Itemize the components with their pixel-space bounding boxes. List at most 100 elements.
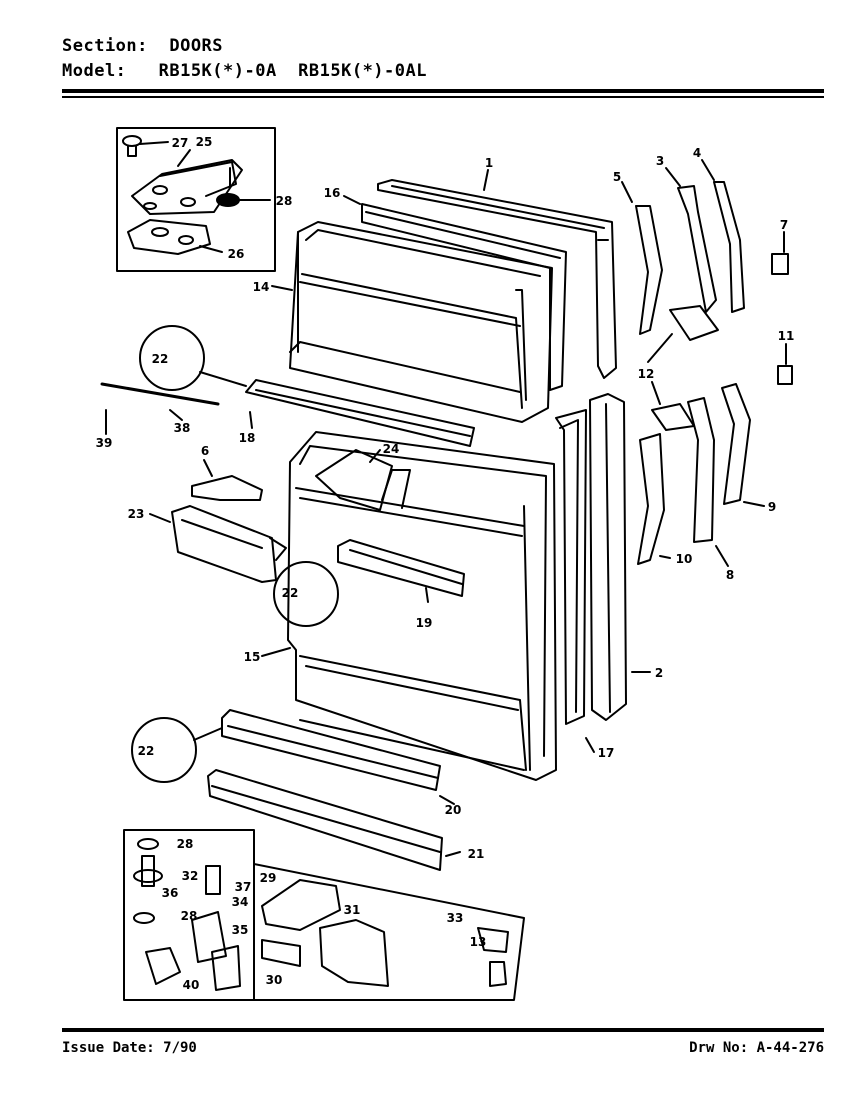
callout-28-b: 28 bbox=[177, 837, 194, 851]
hinge-screw bbox=[122, 135, 142, 157]
callout-13: 13 bbox=[470, 935, 487, 949]
callout-22-b: 22 bbox=[282, 586, 299, 600]
callout-18: 18 bbox=[239, 431, 256, 445]
door-bottom-trim-21 bbox=[207, 769, 443, 871]
zoom-circle-22-c bbox=[131, 717, 197, 783]
shim-30 bbox=[261, 939, 301, 967]
callout-40: 40 bbox=[183, 978, 200, 992]
callout-7: 7 bbox=[780, 218, 788, 232]
callout-39: 39 bbox=[96, 436, 113, 450]
freezer-door-gasket bbox=[361, 203, 567, 391]
inset-hinge-bottom-box bbox=[123, 829, 525, 1001]
hinge-bracket-5 bbox=[635, 205, 663, 335]
trim-rod-39 bbox=[100, 382, 220, 406]
callout-10: 10 bbox=[676, 552, 693, 566]
callout-28-c: 28 bbox=[181, 909, 198, 923]
callout-8: 8 bbox=[726, 568, 734, 582]
callout-20: 20 bbox=[445, 803, 462, 817]
issue-date: Issue Date: 7/90 bbox=[62, 1040, 197, 1056]
hinge-bracket-9 bbox=[721, 383, 751, 505]
hinge-bracket-34 bbox=[191, 911, 227, 963]
callout-12-a: 12 bbox=[638, 367, 655, 381]
hinge-cover-7 bbox=[771, 253, 789, 275]
section-title: Section: DOORS bbox=[62, 36, 224, 56]
hinge-pin-37 bbox=[205, 865, 221, 895]
callout-5: 5 bbox=[613, 170, 621, 184]
pin-32 bbox=[133, 855, 163, 887]
callout-32: 32 bbox=[182, 869, 199, 883]
callout-35: 35 bbox=[232, 923, 249, 937]
hinge-bracket-10 bbox=[637, 433, 665, 565]
hinge-plate-12-bottom bbox=[651, 403, 695, 431]
callout-36: 36 bbox=[162, 886, 179, 900]
footer-rule bbox=[62, 1028, 824, 1032]
model-title: Model: RB15K(*)-0A RB15K(*)-0AL bbox=[62, 61, 427, 81]
hinge-cover-11 bbox=[777, 365, 793, 385]
callout-6: 6 bbox=[201, 444, 209, 458]
header-rule-thin bbox=[62, 96, 824, 98]
door-stop-24 bbox=[315, 449, 393, 511]
callout-2: 2 bbox=[655, 666, 663, 680]
handle-cap-6 bbox=[191, 475, 263, 501]
hinge-plate-29 bbox=[261, 879, 341, 931]
hinge-plate-12-top bbox=[669, 305, 719, 341]
callout-21: 21 bbox=[468, 847, 485, 861]
callout-17: 17 bbox=[598, 746, 615, 760]
callout-24: 24 bbox=[383, 442, 400, 456]
callout-28-d: 28 bbox=[181, 909, 198, 923]
hinge-bracket-4 bbox=[713, 181, 745, 313]
fresh-food-outer-door bbox=[589, 393, 627, 721]
callout-23: 23 bbox=[128, 507, 145, 521]
fresh-food-door-liner bbox=[287, 431, 557, 781]
callout-34: 34 bbox=[232, 895, 249, 909]
callout-16: 16 bbox=[324, 186, 341, 200]
zoom-circle-22-b bbox=[273, 561, 339, 627]
washer-28-a bbox=[137, 838, 159, 850]
top-hinge-plate bbox=[131, 159, 243, 215]
handle-23 bbox=[171, 505, 277, 583]
callout-labels: 1 2 3 4 5 6 7 8 9 10 11 12 12 13 14 15 1… bbox=[96, 135, 795, 992]
callout-33: 33 bbox=[447, 911, 464, 925]
header-rule-thick bbox=[62, 89, 824, 93]
hinge-shim-plate bbox=[127, 219, 211, 255]
shelf-retainer-bar-20 bbox=[221, 709, 441, 791]
door-trim-strip-18 bbox=[245, 379, 475, 447]
callout-3: 3 bbox=[656, 154, 664, 168]
shelf-retainer-bar-19 bbox=[337, 539, 465, 597]
callout-22-a: 22 bbox=[152, 352, 169, 366]
callout-11: 11 bbox=[778, 329, 795, 343]
callout-31: 31 bbox=[344, 903, 361, 917]
screw-13 bbox=[489, 961, 507, 987]
callout-27: 27 bbox=[172, 136, 189, 150]
callout-29: 29 bbox=[260, 871, 277, 885]
hinge-31 bbox=[319, 919, 389, 987]
callout-9: 9 bbox=[768, 500, 776, 514]
callout-30: 30 bbox=[266, 973, 283, 987]
callout-28-a: 28 bbox=[276, 194, 293, 208]
fresh-food-door-gasket bbox=[555, 409, 587, 725]
callout-4: 4 bbox=[693, 146, 701, 160]
callout-1: 1 bbox=[485, 156, 493, 170]
zoom-circle-22-a bbox=[139, 325, 205, 391]
hinge-plate-40 bbox=[145, 947, 181, 985]
hinge-bracket-35 bbox=[211, 945, 241, 991]
washer-28-b bbox=[133, 912, 155, 924]
callout-14: 14 bbox=[253, 280, 270, 294]
hinge-bracket-8 bbox=[687, 397, 715, 543]
callout-37: 37 bbox=[235, 880, 252, 894]
callout-22-c: 22 bbox=[138, 744, 155, 758]
freezer-outer-door bbox=[377, 179, 617, 379]
callout-38: 38 bbox=[174, 421, 191, 435]
callout-15: 15 bbox=[244, 650, 261, 664]
callout-26: 26 bbox=[228, 247, 245, 261]
drawing-number: Drw No: A-44-276 bbox=[689, 1040, 824, 1056]
callout-25: 25 bbox=[196, 135, 213, 149]
callout-12-b: 12 bbox=[638, 367, 655, 381]
inset-hinge-top-box bbox=[116, 127, 276, 272]
plug-button-33 bbox=[477, 927, 509, 953]
hinge-bracket-3 bbox=[677, 185, 717, 313]
freezer-door-liner bbox=[289, 221, 553, 423]
callout-19: 19 bbox=[416, 616, 433, 630]
hinge-washer bbox=[216, 193, 240, 207]
